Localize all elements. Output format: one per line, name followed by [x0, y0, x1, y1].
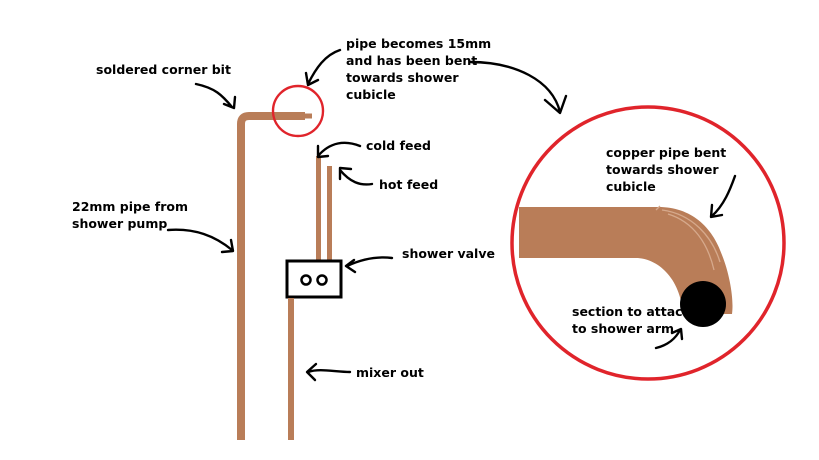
- label-section-attach: section to attach to shower arm: [572, 304, 696, 336]
- pipe-opening: [680, 281, 726, 327]
- label-22mm-pipe: 22mm pipe from shower pump: [72, 199, 192, 231]
- label-cold-feed: cold feed: [366, 138, 431, 153]
- annotation-arrows: [166, 48, 737, 382]
- valve-knob-right: [316, 274, 328, 286]
- arrow-copper-bent: [709, 174, 737, 219]
- zoom-pipe-texture: [655, 205, 721, 271]
- label-shower-valve: shower valve: [402, 246, 495, 261]
- label-mixer-out: mixer out: [356, 365, 424, 380]
- arrow-section-attach: [654, 327, 684, 350]
- arrow-22mm-pipe: [166, 228, 235, 254]
- label-hot-feed: hot feed: [379, 177, 438, 192]
- zoom-detail: [510, 105, 786, 381]
- arrow-hot-feed: [338, 166, 374, 186]
- arrow-shower-valve: [344, 256, 394, 274]
- arrow-pipe-becomes: [304, 48, 342, 87]
- pipe-22mm: [237, 112, 305, 440]
- highlight-circle-large: [510, 105, 786, 381]
- zoom-copper-pipe: [519, 206, 733, 314]
- label-pipe-becomes: pipe becomes 15mm and has been bent towa…: [346, 36, 496, 102]
- highlight-circle-small: [271, 84, 325, 138]
- label-copper-bent: copper pipe bent towards shower cubicle: [606, 145, 731, 194]
- shower-valve-box: [285, 259, 343, 299]
- arrow-to-zoom: [468, 60, 568, 115]
- arrow-soldered-corner: [194, 82, 237, 110]
- arrow-mixer-out: [305, 362, 352, 382]
- hot-feed-pipe: [327, 166, 332, 261]
- arrow-cold-feed: [316, 141, 362, 159]
- mixer-out-pipe: [288, 298, 294, 440]
- cold-feed-pipe: [316, 156, 321, 261]
- valve-knob-left: [300, 274, 312, 286]
- label-soldered-corner: soldered corner bit: [96, 62, 231, 77]
